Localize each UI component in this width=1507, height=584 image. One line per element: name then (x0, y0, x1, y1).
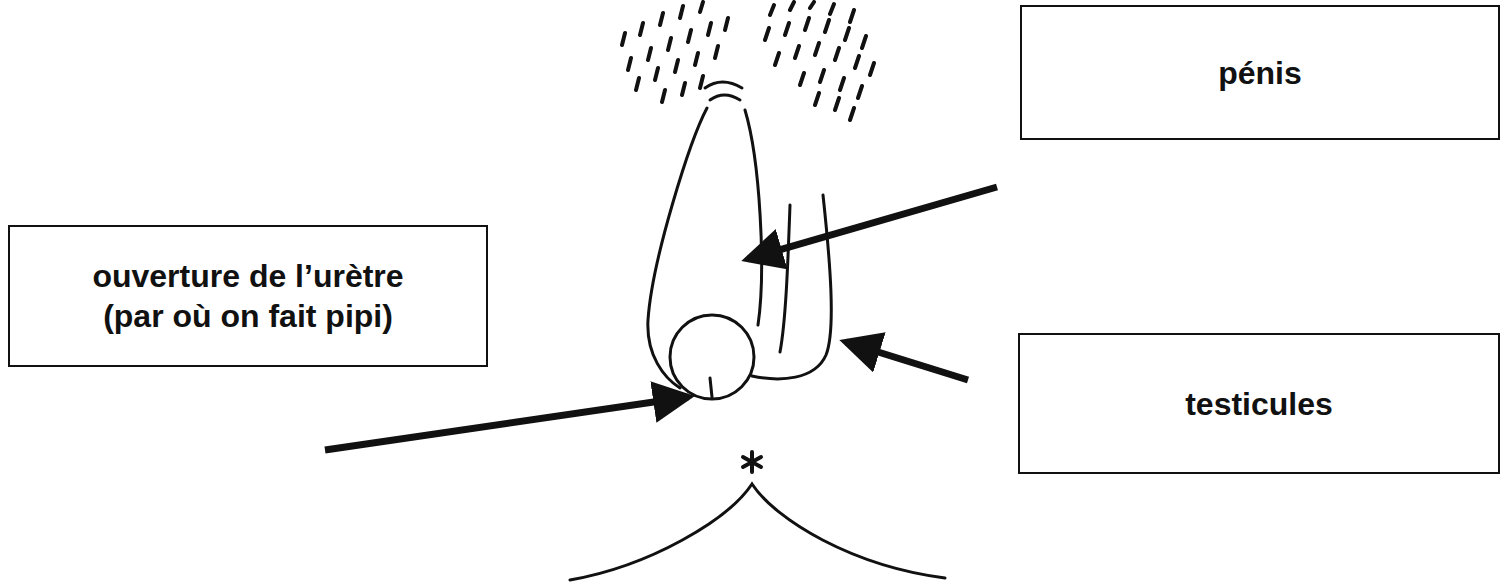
label-box: testicules (1018, 333, 1500, 474)
penis-outline (648, 108, 707, 388)
pubic-hair (622, 2, 874, 120)
label-box: pénis (1020, 5, 1500, 140)
testicle-outline (752, 195, 831, 379)
leader-arrow (846, 342, 968, 380)
leader-arrow (748, 187, 997, 259)
part-name: ouverture de l’urètre (par où on fait pi… (76, 256, 421, 336)
leader-arrow (325, 397, 688, 450)
skin-fold (705, 82, 742, 88)
label-box: ouverture de l’urètre (par où on fait pi… (8, 225, 488, 367)
glans-outline (670, 315, 754, 399)
buttocks-outline (570, 484, 945, 580)
penis-outline (745, 110, 762, 325)
skin-fold (710, 95, 740, 100)
testicle-outline (780, 205, 790, 352)
part-name: testicules (1185, 384, 1333, 424)
urethra-opening (710, 378, 712, 397)
body-outline (570, 82, 945, 580)
part-name: pénis (1218, 53, 1302, 93)
anus-symbol (743, 452, 761, 472)
